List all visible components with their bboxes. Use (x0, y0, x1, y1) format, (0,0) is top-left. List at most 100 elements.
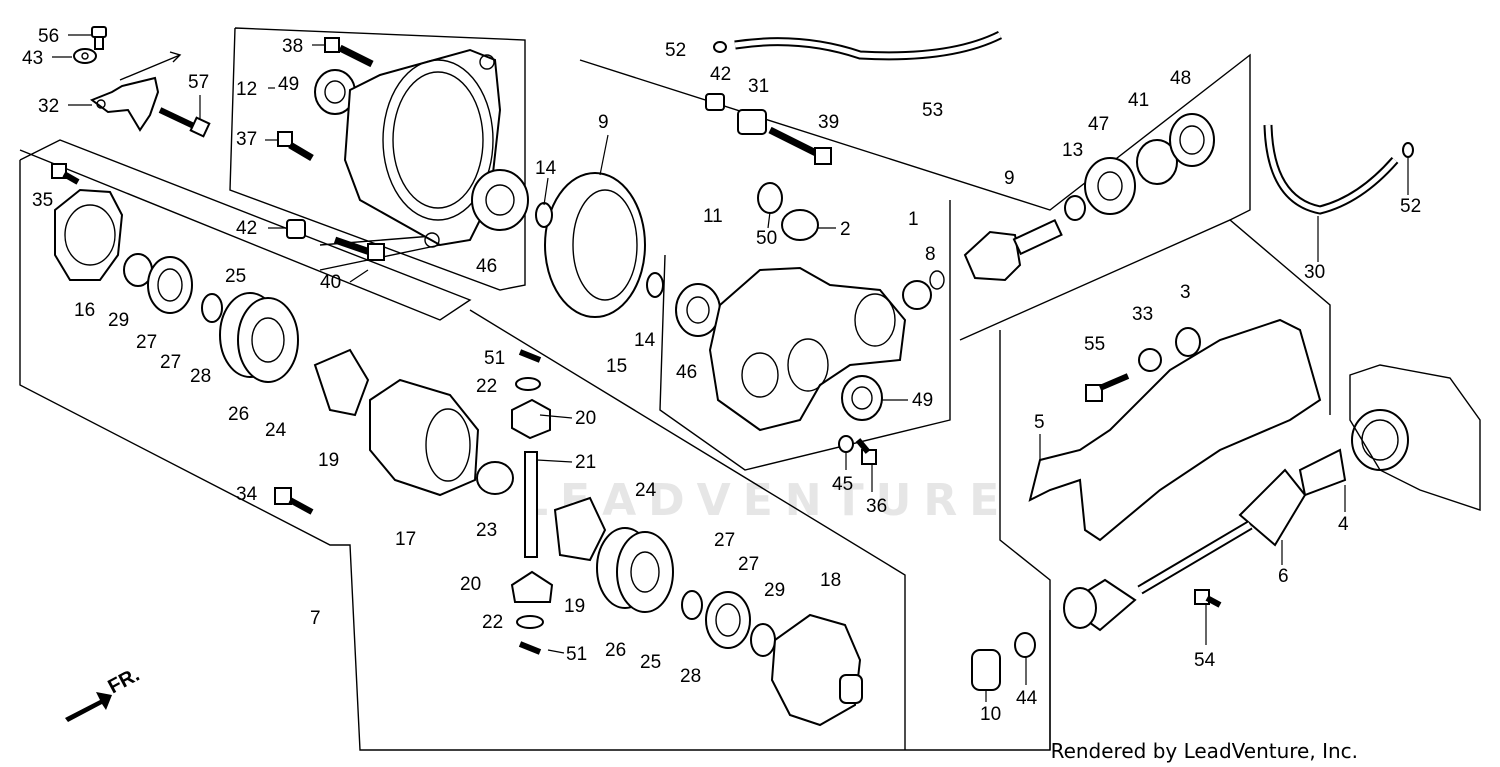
arrow-32 (119, 51, 182, 81)
gear-19-left (313, 348, 370, 417)
bolt-36 (855, 438, 877, 465)
washer-22-bottom (516, 615, 544, 629)
pinion-gear-20-bottom (510, 570, 554, 603)
callout-42b: 42 (710, 64, 731, 85)
callout-53: 53 (922, 100, 943, 121)
ring-28-right (681, 590, 703, 620)
callout-37: 37 (236, 129, 257, 150)
callout-29a: 29 (108, 310, 129, 331)
circlip-8 (929, 270, 945, 290)
callout-43: 43 (22, 48, 43, 69)
seal-27-left (147, 256, 193, 314)
washer-22-top (515, 377, 541, 391)
callout-52b: 52 (1400, 196, 1421, 217)
bearing-46-middle (675, 283, 721, 337)
leader-lines (52, 34, 1409, 702)
coupler-10 (971, 649, 1001, 691)
callout-48: 48 (1170, 68, 1191, 89)
callout-44: 44 (1016, 688, 1038, 709)
callout-labels: 56 43 32 57 38 12 49 37 35 42 40 16 29 2… (22, 26, 1421, 725)
callout-35: 35 (32, 190, 53, 211)
callout-26b: 26 (605, 640, 626, 661)
callout-28a: 28 (190, 366, 211, 387)
callout-57: 57 (188, 72, 209, 93)
bolt-37 (277, 131, 314, 162)
bearing-46-top (471, 169, 529, 231)
callout-23: 23 (476, 520, 497, 541)
bolt-55 (1085, 373, 1130, 402)
callout-26a: 26 (228, 404, 249, 425)
bolt-54 (1194, 589, 1222, 608)
shim-14-bottom (646, 272, 664, 298)
nut-42-top (705, 93, 725, 111)
callout-49a: 49 (278, 74, 299, 95)
callout-9a: 9 (598, 112, 609, 133)
callout-41: 41 (1128, 90, 1149, 111)
callout-50: 50 (756, 228, 777, 249)
clutch-pack-left (219, 292, 299, 383)
callout-42a: 42 (236, 218, 257, 239)
callout-4: 4 (1338, 514, 1349, 535)
callout-33: 33 (1132, 304, 1153, 325)
pin-51-top (518, 349, 542, 363)
callout-8: 8 (925, 244, 936, 265)
callout-46b: 46 (676, 362, 697, 383)
bolt-56 (91, 26, 107, 50)
callout-16: 16 (74, 300, 95, 321)
callout-29b: 29 (764, 580, 785, 601)
callout-27c: 27 (714, 530, 735, 551)
side-cover-16 (54, 188, 124, 281)
propeller-shaft-boot-5 (1028, 318, 1322, 542)
callout-1: 1 (908, 209, 919, 230)
cap-2 (781, 209, 819, 241)
callout-13: 13 (1062, 140, 1083, 161)
nut-44 (1014, 632, 1036, 658)
joint-boot-4 (1298, 409, 1409, 497)
collar-31 (737, 109, 767, 135)
callout-36: 36 (866, 496, 887, 517)
callout-9b: 9 (1004, 168, 1015, 189)
diff-case-17 (369, 378, 480, 497)
shim-13 (1064, 195, 1086, 221)
bolt-38 (324, 37, 374, 68)
callout-46a: 46 (476, 256, 497, 277)
callout-27a: 27 (136, 332, 157, 353)
callout-22b: 22 (482, 612, 503, 633)
final-gear-case-11 (708, 266, 907, 432)
callout-14a: 14 (535, 158, 557, 179)
breather-hose-30 (1263, 124, 1399, 215)
group-outlines (19, 27, 1331, 751)
bolt-57 (158, 107, 211, 138)
collar-33 (1138, 348, 1162, 372)
callout-12: 12 (236, 79, 257, 100)
gear-19-bottom (553, 496, 607, 562)
callout-22a: 22 (476, 376, 497, 397)
callout-39: 39 (818, 112, 839, 133)
callout-19a: 19 (318, 450, 339, 471)
callout-51a: 51 (484, 348, 505, 369)
callout-54: 54 (1194, 650, 1216, 671)
callout-2: 2 (840, 219, 851, 240)
bolt-39 (768, 126, 832, 165)
callout-5: 5 (1034, 412, 1045, 433)
callout-14b: 14 (634, 330, 656, 351)
callout-45: 45 (832, 474, 853, 495)
callout-27d: 27 (738, 554, 759, 575)
callout-3: 3 (1180, 282, 1191, 303)
ring-gear-9 (544, 172, 646, 318)
ring-28-left (201, 293, 223, 323)
ring-29-right (750, 623, 776, 657)
callout-7: 7 (310, 608, 321, 629)
callout-24b: 24 (635, 480, 657, 501)
clamp-52-top (713, 41, 727, 53)
callout-15: 15 (606, 356, 627, 377)
callout-51b: 51 (566, 644, 587, 665)
callout-30: 30 (1304, 262, 1325, 283)
callout-6: 6 (1278, 566, 1289, 587)
callout-11: 11 (703, 206, 723, 227)
callout-31: 31 (748, 76, 769, 97)
front-direction-arrow-icon (65, 692, 112, 722)
shim-14-top (535, 202, 553, 228)
bolt-34 (274, 487, 314, 515)
breather-hose-53 (734, 30, 1003, 61)
